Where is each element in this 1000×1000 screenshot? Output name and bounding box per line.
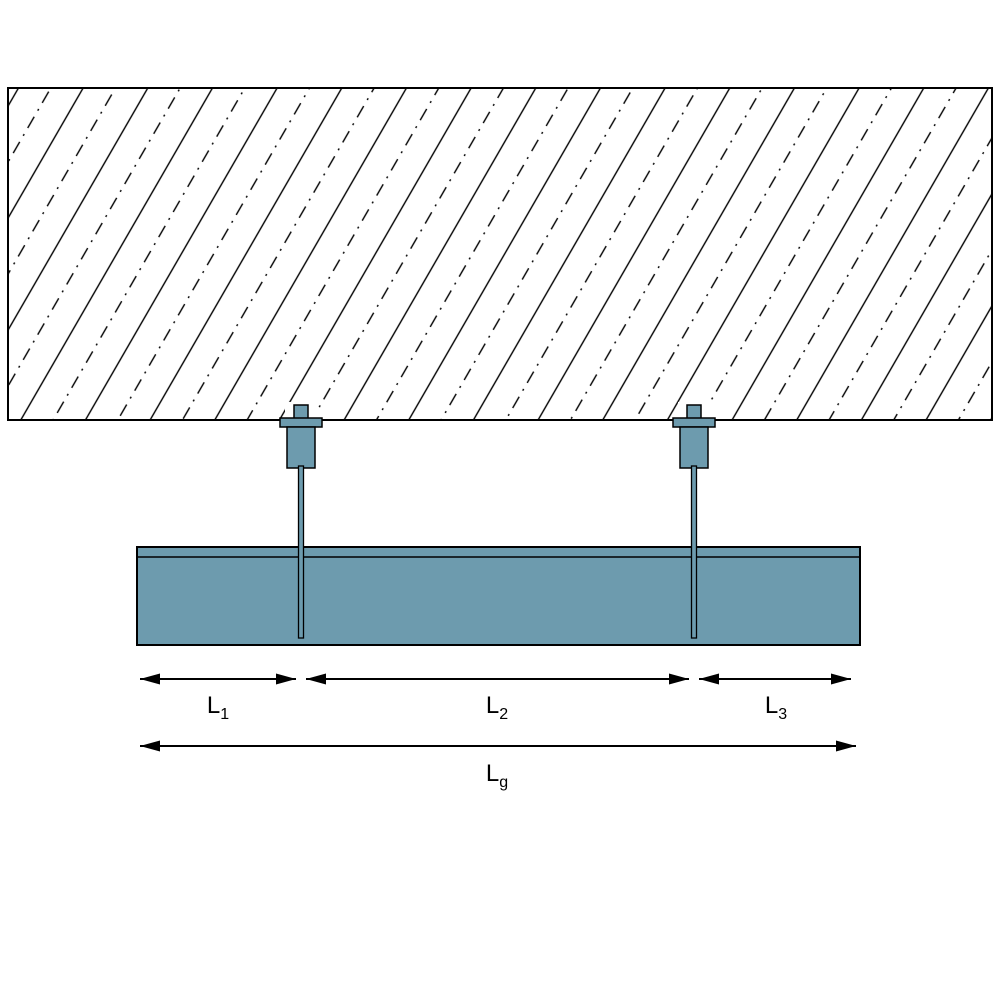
label-l1: L1: [207, 692, 229, 723]
dimension-l3-arrow-left: [699, 673, 719, 685]
label-l2: L2: [486, 692, 508, 723]
dimension-l3: [699, 673, 851, 685]
dimension-l2: [306, 673, 689, 685]
dimension-l3-arrow-right: [831, 673, 851, 685]
beam-body: [136, 546, 861, 646]
anchor-right: [672, 402, 716, 469]
anchor-left-flange: [279, 417, 323, 428]
beam: [136, 546, 861, 646]
anchor-right-flange: [672, 417, 716, 428]
label-l3: L3: [765, 692, 787, 723]
anchor-left-neck: [293, 404, 309, 420]
dimension-lg-arrow-left: [140, 740, 160, 752]
dimension-l1: [140, 673, 296, 685]
label-l3-symbol: L: [765, 692, 778, 719]
anchor-left: [279, 402, 323, 469]
concrete-slab: [7, 87, 993, 421]
label-l2-symbol: L: [486, 692, 499, 719]
hanger-rod-right: [690, 465, 698, 639]
dimension-l2-arrow-left: [306, 673, 326, 685]
anchor-left-body: [286, 426, 316, 469]
anchor-right-neck: [686, 404, 702, 420]
label-lg-symbol: L: [486, 760, 499, 787]
dimension-lg: [140, 740, 856, 752]
hanger-rod-left: [297, 465, 305, 639]
dimension-l1-arrow-left: [140, 673, 160, 685]
dimension-lg-arrow-right: [836, 740, 856, 752]
label-lg: Lg: [486, 760, 508, 791]
label-lg-subscript: g: [499, 774, 508, 791]
anchor-right-body: [679, 426, 709, 469]
label-l1-symbol: L: [207, 692, 220, 719]
label-l3-subscript: 3: [778, 706, 787, 723]
label-l2-subscript: 2: [499, 706, 508, 723]
dimension-l1-arrow-right: [276, 673, 296, 685]
label-l1-subscript: 1: [220, 706, 229, 723]
dimension-l2-arrow-right: [669, 673, 689, 685]
